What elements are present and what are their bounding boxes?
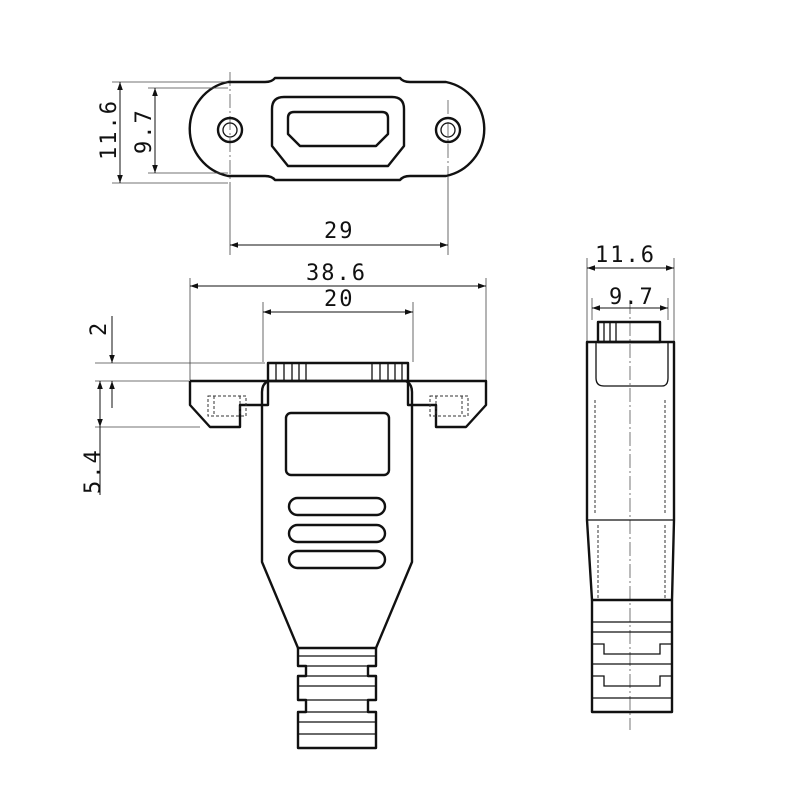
front-view: 38.6 20 2 5.4 [81, 261, 488, 750]
grip-slot-3 [287, 549, 387, 570]
side-width-outer-label: 11.6 [595, 243, 656, 268]
side-face-lip [595, 342, 669, 387]
socket-outer [270, 95, 406, 168]
right-screw-hidden [429, 395, 469, 417]
side-width-inner-label: 9.7 [609, 285, 655, 310]
top-height-outer-label: 11.6 [97, 99, 122, 160]
right-mount-hole-inner [440, 122, 456, 138]
side-strain-relief [590, 600, 674, 714]
side-view: 11.6 9.7 [585, 243, 676, 730]
front-strain-relief [296, 648, 378, 750]
side-top-nub [596, 320, 662, 344]
socket-inner [286, 110, 390, 148]
body-width-label: 20 [324, 287, 355, 312]
flange-thickness-label: 5.4 [81, 448, 106, 494]
front-body [260, 379, 414, 650]
right-mount-hole [434, 116, 462, 144]
top-height-inner-label: 9.7 [132, 108, 157, 154]
left-mount-hole [216, 116, 244, 144]
left-latch [275, 362, 307, 382]
left-mount-hole-inner [222, 122, 238, 138]
front-flange [188, 379, 488, 429]
label-window [284, 411, 391, 477]
left-screw-hidden [207, 395, 247, 417]
grip-slot-2 [287, 523, 387, 544]
grip-slot-1 [287, 496, 387, 517]
overall-width-label: 38.6 [306, 261, 367, 286]
faceplate-outline [188, 76, 486, 182]
side-body [585, 340, 676, 602]
top-view: 11.6 9.7 29 [97, 72, 486, 255]
flange-offset-label: 2 [87, 321, 112, 336]
top-lip [266, 361, 410, 383]
hole-spacing-label: 29 [324, 219, 355, 244]
right-latch [371, 362, 403, 382]
